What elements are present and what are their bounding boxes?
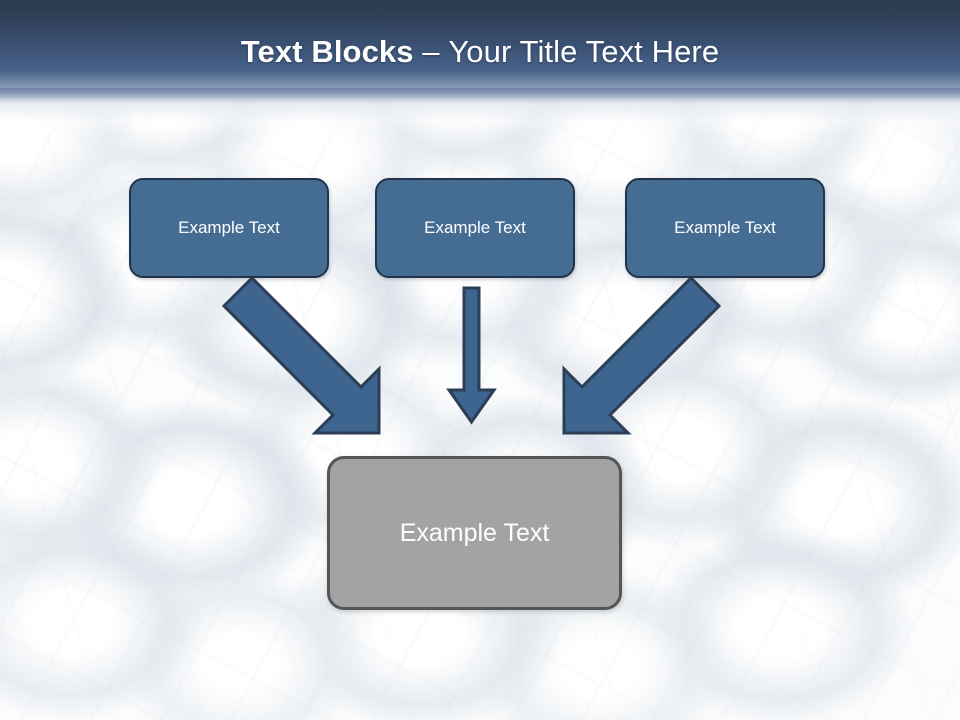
text-block-top-2-label: Example Text xyxy=(424,218,526,237)
text-block-top-3-label: Example Text xyxy=(674,218,776,237)
text-block-top-3[interactable]: Example Text xyxy=(625,178,825,278)
text-block-top-1[interactable]: Example Text xyxy=(129,178,329,278)
text-block-bottom-result[interactable]: Example Text xyxy=(327,456,622,610)
page-title: Text Blocks – Your Title Text Here xyxy=(0,0,960,104)
title-banner-fade xyxy=(0,88,960,122)
title-banner xyxy=(0,0,960,104)
page-title-strong: Text Blocks xyxy=(240,34,414,69)
text-block-bottom-result-label: Example Text xyxy=(399,518,550,547)
page-title-separator: – xyxy=(413,34,449,69)
page-title-light: Your Title Text Here xyxy=(448,34,720,69)
text-block-top-2[interactable]: Example Text xyxy=(375,178,575,278)
text-block-top-1-label: Example Text xyxy=(178,218,280,237)
